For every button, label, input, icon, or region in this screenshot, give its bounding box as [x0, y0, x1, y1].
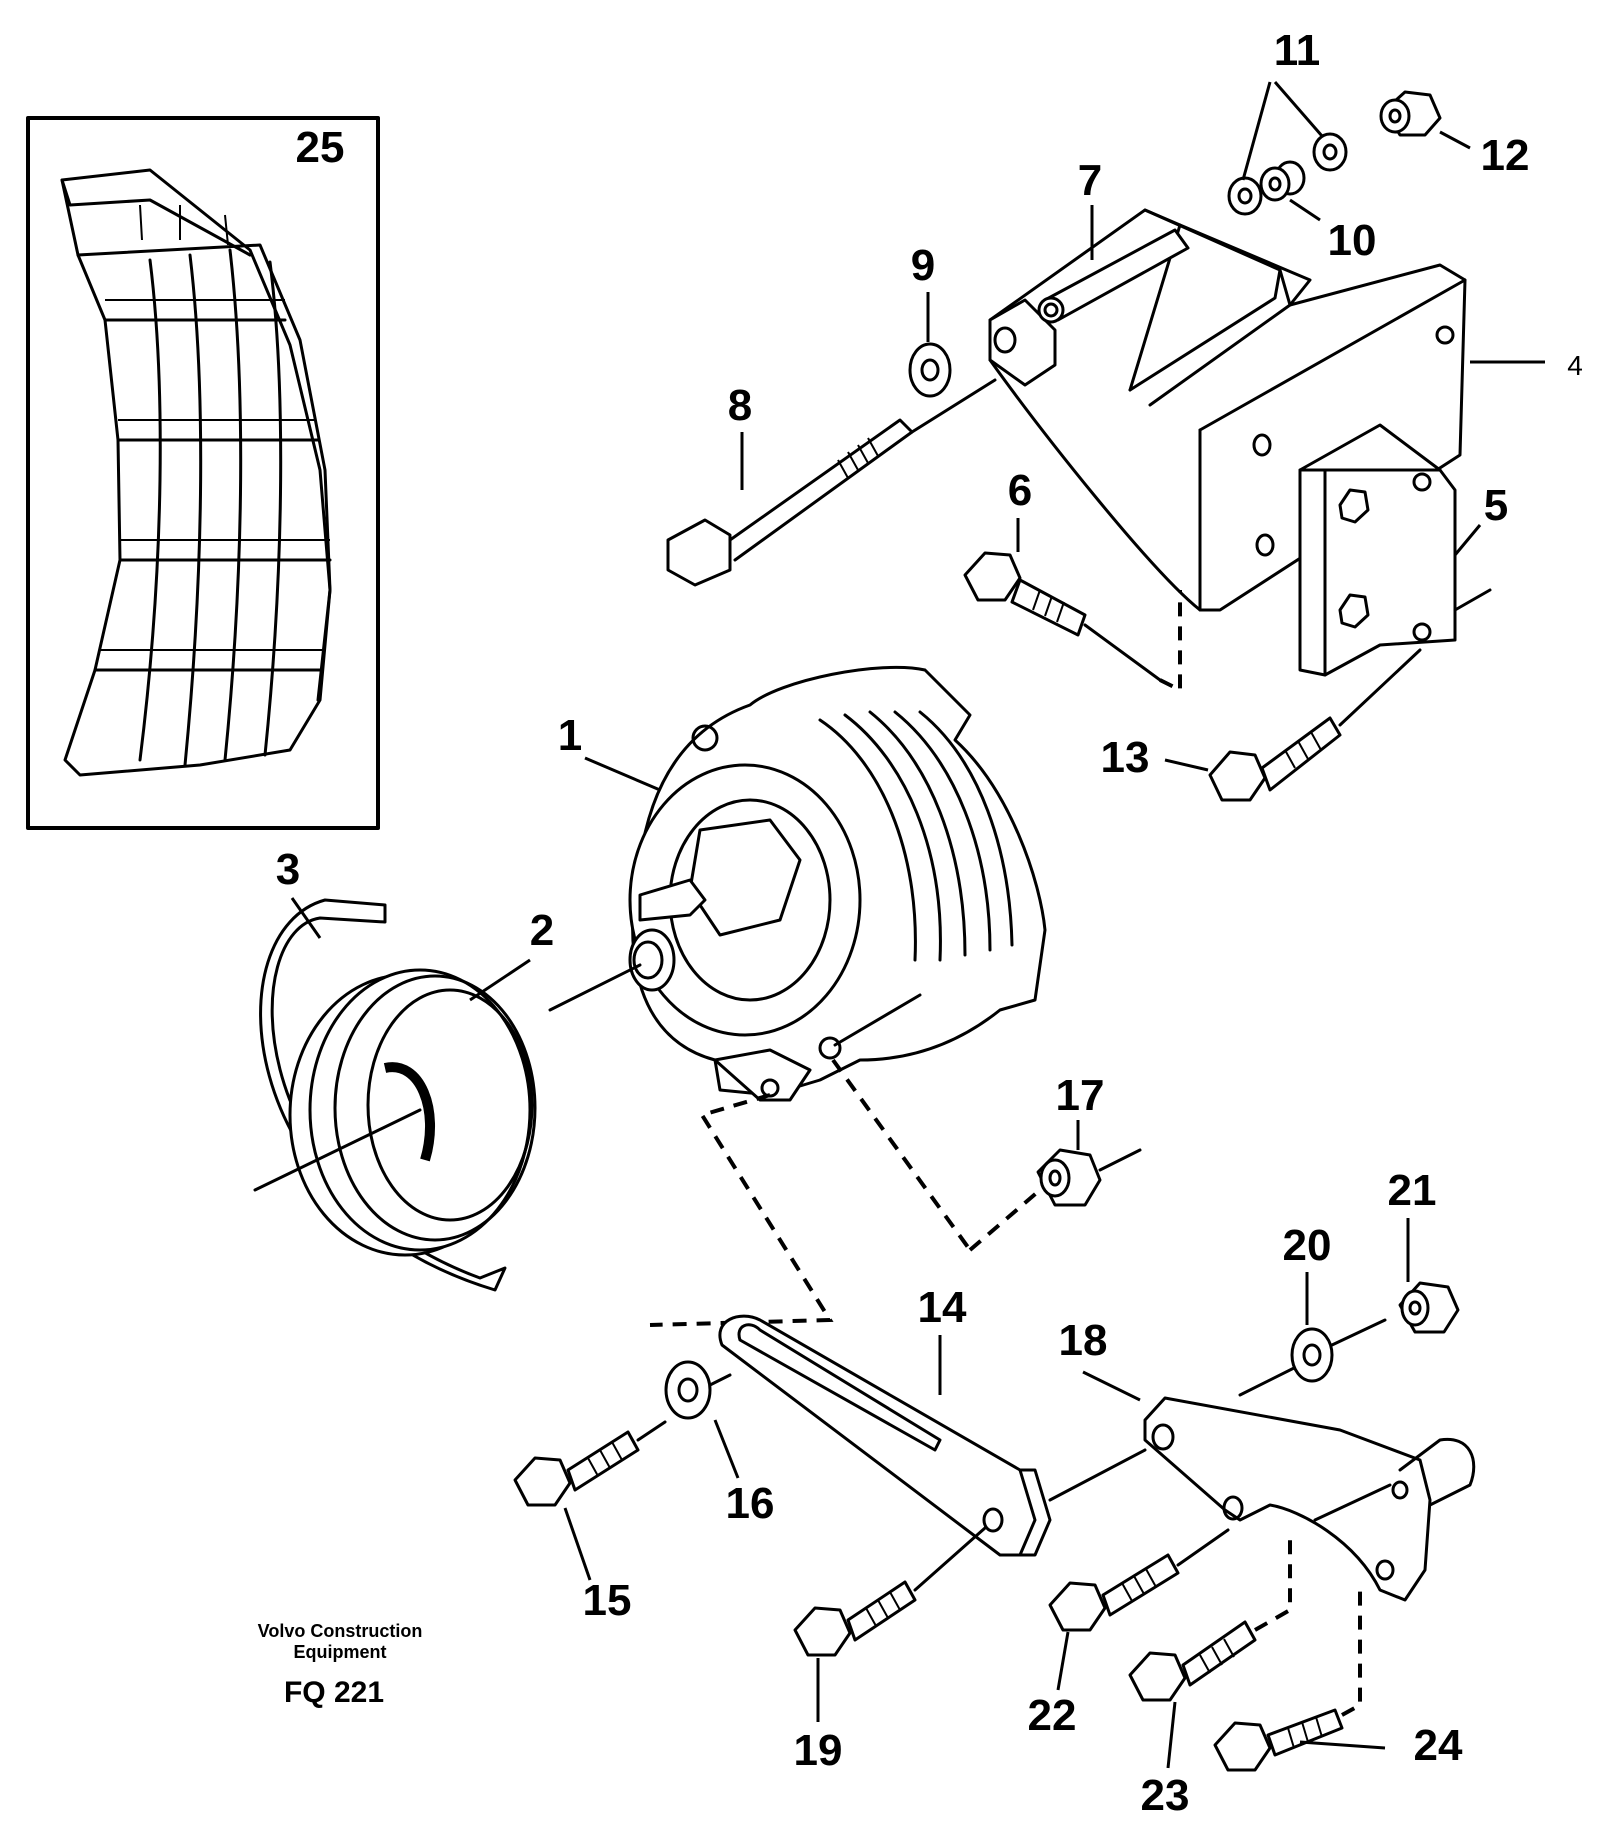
callout-3: 3 — [276, 845, 300, 894]
part-10-spacer: 10 — [1259, 160, 1377, 265]
callout-19: 19 — [794, 1726, 843, 1775]
callout-7: 7 — [1078, 156, 1102, 205]
callout-14: 14 — [918, 1283, 967, 1332]
part-18-bracket: 18 — [1059, 1316, 1476, 1602]
part-6-bolt: 6 — [963, 466, 1182, 694]
caption: Volvo Construction Equipment FQ 221 — [258, 1621, 423, 1709]
caption-company-line1: Volvo Construction — [258, 1621, 423, 1641]
part-8-bolt: 8 — [666, 378, 997, 587]
callout-11: 11 — [1274, 26, 1321, 75]
callout-15: 15 — [583, 1576, 632, 1625]
callout-4: 4 — [1567, 350, 1583, 381]
part-5-plate: 5 — [1298, 423, 1508, 677]
part-17-nut: 17 — [968, 1071, 1142, 1252]
callout-23: 23 — [1141, 1771, 1190, 1820]
callout-17: 17 — [1056, 1071, 1105, 1120]
fan-guard-drawing — [60, 168, 332, 777]
callout-24: 24 — [1414, 1721, 1463, 1770]
part-2-pulley: 2 — [253, 906, 554, 1257]
part-3-belt: 3 — [259, 845, 507, 1292]
part-22-bolt: 22 — [1028, 1528, 1230, 1740]
caption-figure-code: FQ 221 — [284, 1676, 384, 1709]
callout-16: 16 — [726, 1479, 775, 1528]
part-15-bolt: 15 — [513, 1420, 667, 1625]
part-16-washer: 16 — [664, 1360, 775, 1528]
callout-25: 25 — [296, 123, 345, 172]
callout-1: 1 — [558, 711, 582, 760]
callout-21: 21 — [1388, 1166, 1437, 1215]
callout-22: 22 — [1028, 1691, 1077, 1740]
callout-2: 2 — [530, 906, 554, 955]
part-23-bolt: 23 — [1128, 1540, 1292, 1820]
part-7-pin: 7 — [1037, 156, 1190, 324]
callout-13: 13 — [1101, 733, 1150, 782]
callout-20: 20 — [1283, 1221, 1332, 1270]
callout-10: 10 — [1328, 216, 1377, 265]
callout-12: 12 — [1481, 131, 1530, 180]
part-21-nut: 21 — [1388, 1166, 1460, 1334]
part-13-bolt: 13 — [1101, 648, 1422, 802]
part-4-bracket: 4 — [988, 208, 1583, 612]
callout-5: 5 — [1484, 481, 1508, 530]
caption-company-line2: Equipment — [294, 1642, 387, 1662]
part-11-washers: 11 — [1227, 26, 1348, 216]
part-14-strap: 14 — [718, 1283, 1147, 1557]
callout-18: 18 — [1059, 1316, 1108, 1365]
part-9-washer: 9 — [908, 241, 952, 398]
inset-box-part-25: 25 — [26, 116, 380, 830]
part-12-nut: 12 — [1379, 90, 1530, 180]
part-20-washer: 20 — [1283, 1221, 1387, 1383]
part-1-alternator: 1 — [548, 665, 1047, 1327]
part-24-bolt: 24 — [1213, 1590, 1463, 1772]
callout-8: 8 — [728, 381, 752, 430]
callout-9: 9 — [911, 241, 935, 290]
part-19-bolt: 19 — [793, 1526, 987, 1775]
callout-6: 6 — [1008, 466, 1032, 515]
